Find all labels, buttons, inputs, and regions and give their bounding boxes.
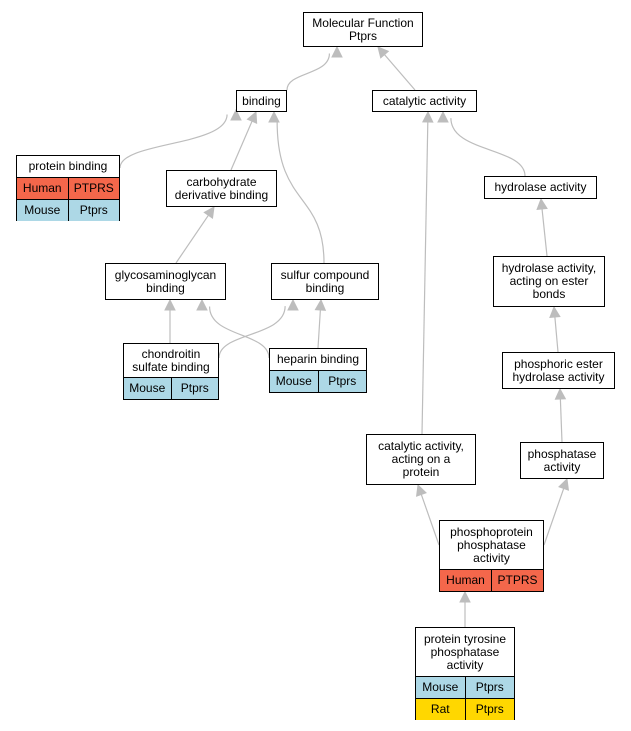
node-label: catalytic activity [382,93,467,108]
node-label: Molecular Function Ptprs [312,15,414,43]
node-label: chondroitin sulfate binding [132,346,210,374]
edge-line [541,208,548,257]
node-heparin-binding[interactable]: heparin binding Mouse Ptprs [269,348,367,393]
ortholog-row: Mouse Ptprs [270,370,366,392]
edge-arrowhead [246,110,258,124]
ortholog-row: Rat Ptprs [416,698,514,720]
edge-line [286,53,331,91]
edge-arrowhead [554,387,567,400]
edge-line [119,114,228,169]
node-label: phosphoric ester hydrolase activity [512,356,605,384]
node-catalytic-activity[interactable]: catalytic activity [372,90,477,112]
edge-line [384,54,416,91]
node-phosphoric-ester-hydrolase[interactable]: phosphoric ester hydrolase activity [502,352,615,389]
edge-arrowhead [196,298,208,311]
edge-arrowhead [421,110,434,123]
species-cell: Mouse [24,203,61,217]
ortholog-row: Human PTPRS [440,569,543,591]
gene-cell: Ptprs [67,200,120,221]
edge-line [218,306,286,359]
node-label: hydrolase activity [494,180,587,194]
gene-cell: Ptprs [464,677,515,698]
node-catalytic-activity-protein[interactable]: catalytic activity, acting on a protein [366,434,476,485]
node-protein-binding[interactable]: protein binding Human PTPRS Mouse Ptprs [16,155,120,221]
node-label: sulfur compound binding [280,267,370,295]
node-label: glycosaminoglycan binding [114,267,217,295]
node-molecular-function[interactable]: Molecular Function Ptprs [303,12,423,47]
node-label: phosphoprotein phosphatase activity [450,524,533,565]
node-phosphoprotein-phosphatase[interactable]: phosphoprotein phosphatase activity Huma… [439,520,544,592]
node-phosphatase-activity[interactable]: phosphatase activity [520,442,604,479]
edge-arrowhead [203,206,215,219]
edge-arrowhead [230,108,242,121]
ortholog-row: Mouse Ptprs [124,377,218,399]
edge-arrowhead [331,45,343,58]
edge-arrowhead [459,590,471,603]
node-glycosaminoglycan-binding[interactable]: glycosaminoglycan binding [105,263,226,300]
gene-cell: PTPRS [491,570,543,591]
edge-arrowhead [287,298,299,311]
gene-cell: Ptprs [464,699,515,720]
edge-arrowhead [437,110,449,123]
edge-line [276,121,325,264]
node-chondroitin-sulfate-binding[interactable]: chondroitin sulfate binding Mouse Ptprs [123,343,219,400]
node-label: heparin binding [276,352,360,366]
node-label: protein tyrosine phosphatase activity [423,631,507,672]
edge-arrowhead [558,477,570,491]
edge-line [208,306,270,359]
species-cell: Human [22,181,62,195]
ortholog-row: Mouse Ptprs [416,676,514,698]
edge-arrowhead [549,305,561,318]
node-binding[interactable]: binding [236,90,287,112]
edge-line [543,488,565,546]
node-label: hydrolase activity, acting on ester bond… [501,261,597,301]
edge-line [175,214,209,264]
species-cell: Human [446,573,485,587]
edge-line [559,398,563,443]
node-label: binding [242,93,281,108]
node-label: phosphatase activity [527,446,597,474]
node-carbohydrate-derivative-binding[interactable]: carbohydrate derivative binding [166,170,277,207]
node-protein-tyrosine-phosphatase[interactable]: protein tyrosine phosphatase activity Mo… [415,627,515,720]
edge-line [554,316,559,353]
node-hydrolase-activity-ester[interactable]: hydrolase activity, acting on ester bond… [493,256,605,307]
node-hydrolase-activity[interactable]: hydrolase activity [484,176,597,199]
edge-arrowhead [415,483,427,497]
edge-line [421,121,429,435]
node-label: catalytic activity, acting on a protein [378,439,464,479]
node-label: protein binding [28,159,108,173]
ortholog-row: Human PTPRS [17,177,119,199]
edge-line [317,309,321,349]
edge-line [420,494,440,546]
species-cell: Mouse [129,381,166,395]
species-cell: Mouse [275,374,312,388]
species-cell: Mouse [422,680,459,694]
edge-arrowhead [377,46,390,59]
gene-cell: PTPRS [67,178,120,199]
edge-arrowhead [536,197,548,211]
edge-arrowhead [164,298,176,311]
node-sulfur-compound-binding[interactable]: sulfur compound binding [271,263,379,300]
edge-arrowhead [268,110,280,123]
node-label: carbohydrate derivative binding [174,174,269,202]
gene-cell: Ptprs [170,378,219,399]
ortholog-row: Mouse Ptprs [17,199,119,221]
species-cell: Rat [430,702,450,716]
edge-line [230,120,253,171]
edge-line [450,118,526,177]
edge-arrowhead [314,298,327,311]
gene-cell: Ptprs [317,371,367,392]
